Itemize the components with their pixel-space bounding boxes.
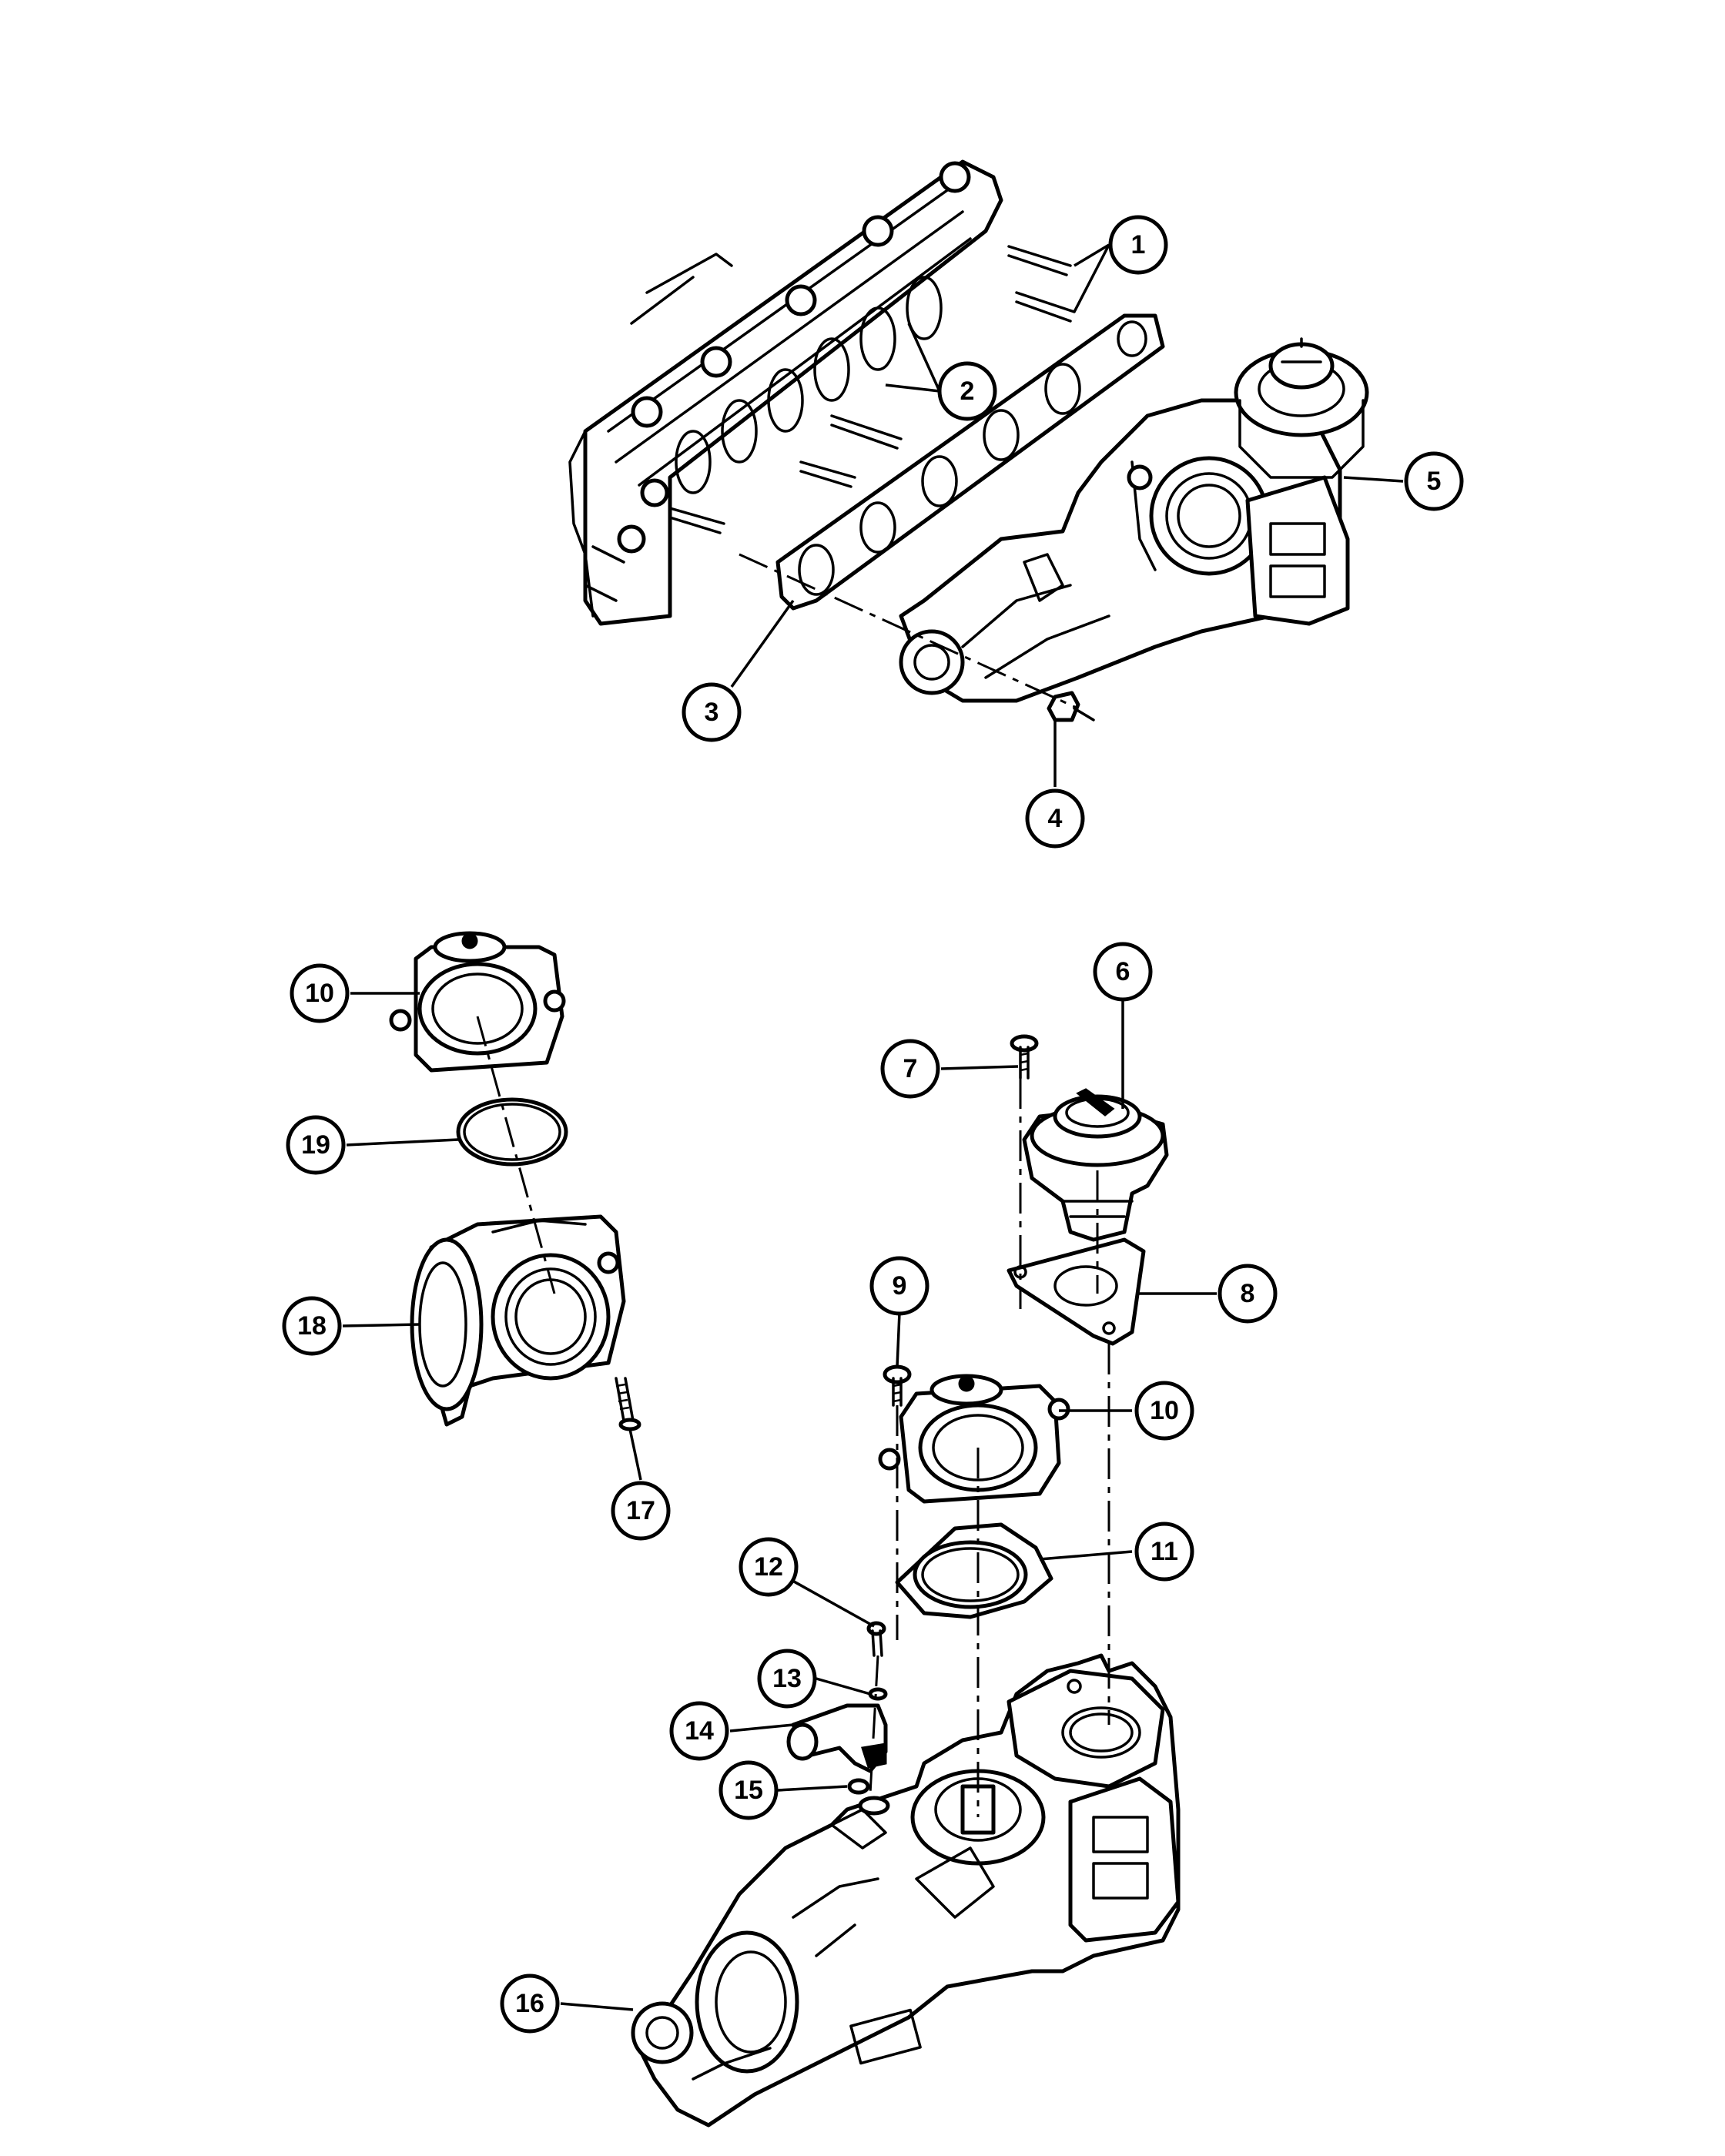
svg-text:14: 14 [685,1716,714,1746]
svg-text:1: 1 [1131,230,1146,259]
svg-text:15: 15 [734,1776,763,1805]
svg-text:19: 19 [301,1130,330,1160]
callout-12: 12 [739,1537,799,1597]
callout-8: 8 [1218,1264,1278,1324]
throttle-body-left-drawing [389,931,566,1073]
svg-text:4: 4 [1048,804,1063,833]
callout-7: 7 [880,1039,940,1099]
svg-text:11: 11 [1151,1537,1178,1566]
sensor-14-drawing [786,1703,888,1773]
head-ports [675,276,943,494]
svg-text:3: 3 [705,698,719,727]
bolt-9-drawing [883,1364,912,1407]
svg-text:7: 7 [903,1054,918,1083]
o-ring-left-drawing [456,1097,568,1167]
nut-part [1047,691,1095,722]
head-bosses [617,161,971,554]
gasket-11-drawing [895,1522,1053,1619]
svg-text:10: 10 [1150,1396,1179,1425]
svg-text:5: 5 [1427,467,1442,496]
manifold-egr-port [1007,1669,1165,1789]
manifold-gasket-drawing [775,313,1165,611]
egr-valve-on-manifold [1234,337,1369,479]
left-phantom-lines [476,1016,556,1294]
intake-manifold-assembly-drawing [899,337,1369,703]
svg-text:6: 6 [1116,957,1130,986]
bolt-7-drawing [1010,1034,1039,1080]
callout-1: 1 [1108,215,1168,275]
svg-text:16: 16 [515,1989,544,2018]
bolt-12-drawing [866,1621,886,1657]
svg-text:8: 8 [1241,1279,1255,1308]
callout-18: 18 [282,1296,342,1356]
callout-10-left: 10 [290,963,350,1023]
callout-15: 15 [718,1760,779,1820]
callout-6: 6 [1093,942,1153,1002]
callout-16: 16 [500,1974,560,2034]
svg-text:13: 13 [772,1664,802,1693]
o-ring-15-drawing [847,1778,870,1795]
stud-17-drawing [615,1377,641,1431]
callout-10-right: 10 [1134,1381,1194,1441]
manifold-flange-right [1245,475,1350,626]
right-phantom-lines [869,1078,1110,1817]
callout-17: 17 [611,1481,671,1541]
callout-2: 2 [937,361,997,421]
studs-group [668,245,1076,534]
callout-11: 11 [1134,1522,1194,1582]
throttle-valve-assembly-drawing [410,1214,626,1427]
cylinder-head-drawing [568,159,1003,626]
top-phantom-lines [739,553,1079,710]
intake-manifold-16-drawing [631,1653,1181,2128]
throttle-body-on-manifold [1127,456,1269,576]
callout-19: 19 [286,1115,346,1175]
throttle-body-right-drawing [878,1374,1070,1504]
svg-text:2: 2 [960,377,975,406]
callout-4: 4 [1025,788,1085,849]
svg-text:10: 10 [305,979,334,1008]
callout-5: 5 [1404,451,1464,511]
egr-gasket-8-drawing [1007,1237,1146,1346]
manifold-flange-right-lower [1068,1776,1181,1943]
svg-text:17: 17 [626,1496,655,1525]
leader-lines [342,243,1404,2011]
callout-9: 9 [869,1256,929,1316]
svg-text:18: 18 [297,1311,327,1341]
svg-text:9: 9 [893,1271,907,1301]
callout-13: 13 [757,1649,817,1709]
washer-13-drawing [868,1687,888,1701]
svg-text:12: 12 [754,1552,783,1582]
callout-14: 14 [669,1701,729,1761]
manifold-runner-left [695,1877,922,2074]
callout-3: 3 [682,682,742,742]
egr-valve-6-drawing [1022,1088,1169,1242]
